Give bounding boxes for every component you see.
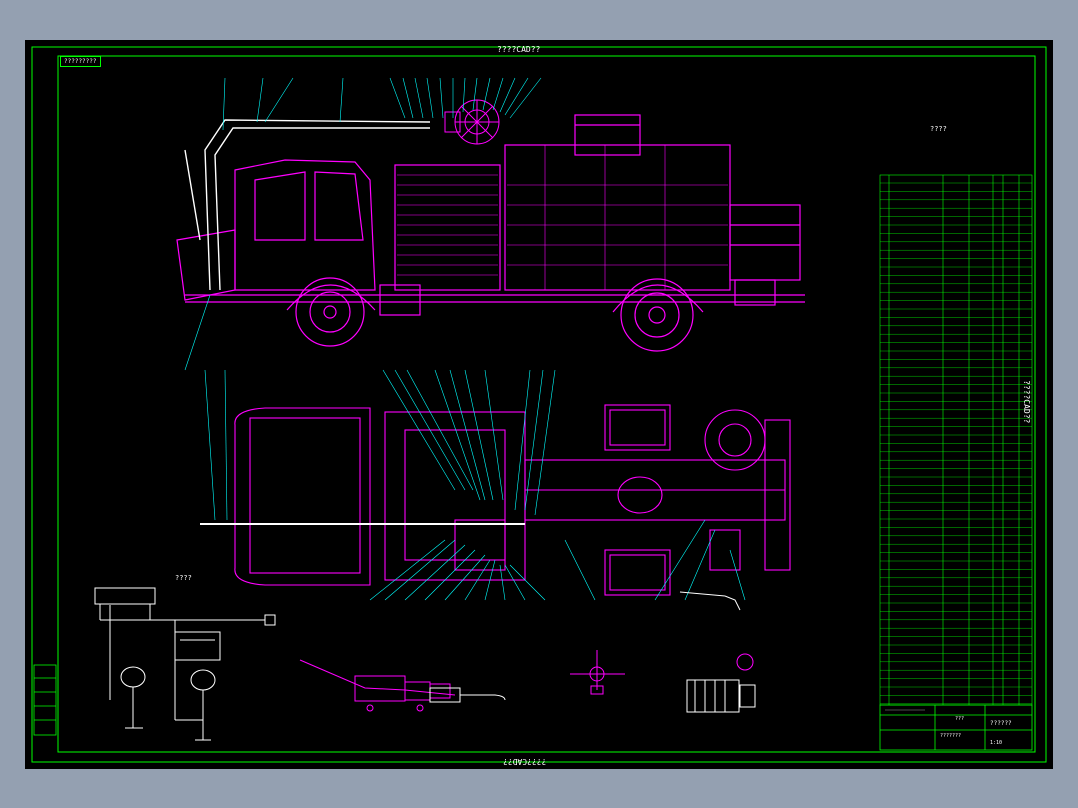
frame-title-top: ????CAD?? <box>497 45 541 54</box>
drawing-sheet: ????CAD?? ????CAD?? ????CAD?? ????????? … <box>25 40 1053 769</box>
truck-plan-view <box>234 404 791 596</box>
title-company: ??? <box>955 716 965 722</box>
diagram-note: ???? <box>175 574 192 582</box>
side-leaders <box>184 77 542 371</box>
frame-title-bottom: ????CAD?? <box>503 757 547 766</box>
crane-arm <box>184 119 431 291</box>
parts-table <box>879 174 1033 706</box>
frame-title-side: ????CAD?? <box>1022 380 1031 424</box>
title-model: ??????? <box>940 733 962 739</box>
title-scale: 1:10 <box>990 740 1003 746</box>
cad-drawing <box>31 46 1047 763</box>
title-name: ?????? <box>990 720 1012 727</box>
detail-nozzle <box>429 687 506 703</box>
inner-frame <box>57 55 1036 753</box>
detail-valve <box>570 650 625 695</box>
detail-gun-assembly <box>299 659 456 712</box>
title-block <box>879 704 1033 751</box>
tech-note: ???? <box>930 125 947 133</box>
spray-gun <box>679 591 741 611</box>
corner-label: ????????? <box>60 56 101 67</box>
brush-head <box>444 99 500 145</box>
plan-leaders <box>204 369 746 601</box>
outer-frame <box>31 46 1047 763</box>
hydraulic-schematic <box>94 587 276 741</box>
detail-pump-unit <box>686 653 756 713</box>
parts-table-rows <box>880 182 1032 704</box>
truck-side-view <box>176 114 805 352</box>
left-revision-boxes <box>33 664 57 736</box>
